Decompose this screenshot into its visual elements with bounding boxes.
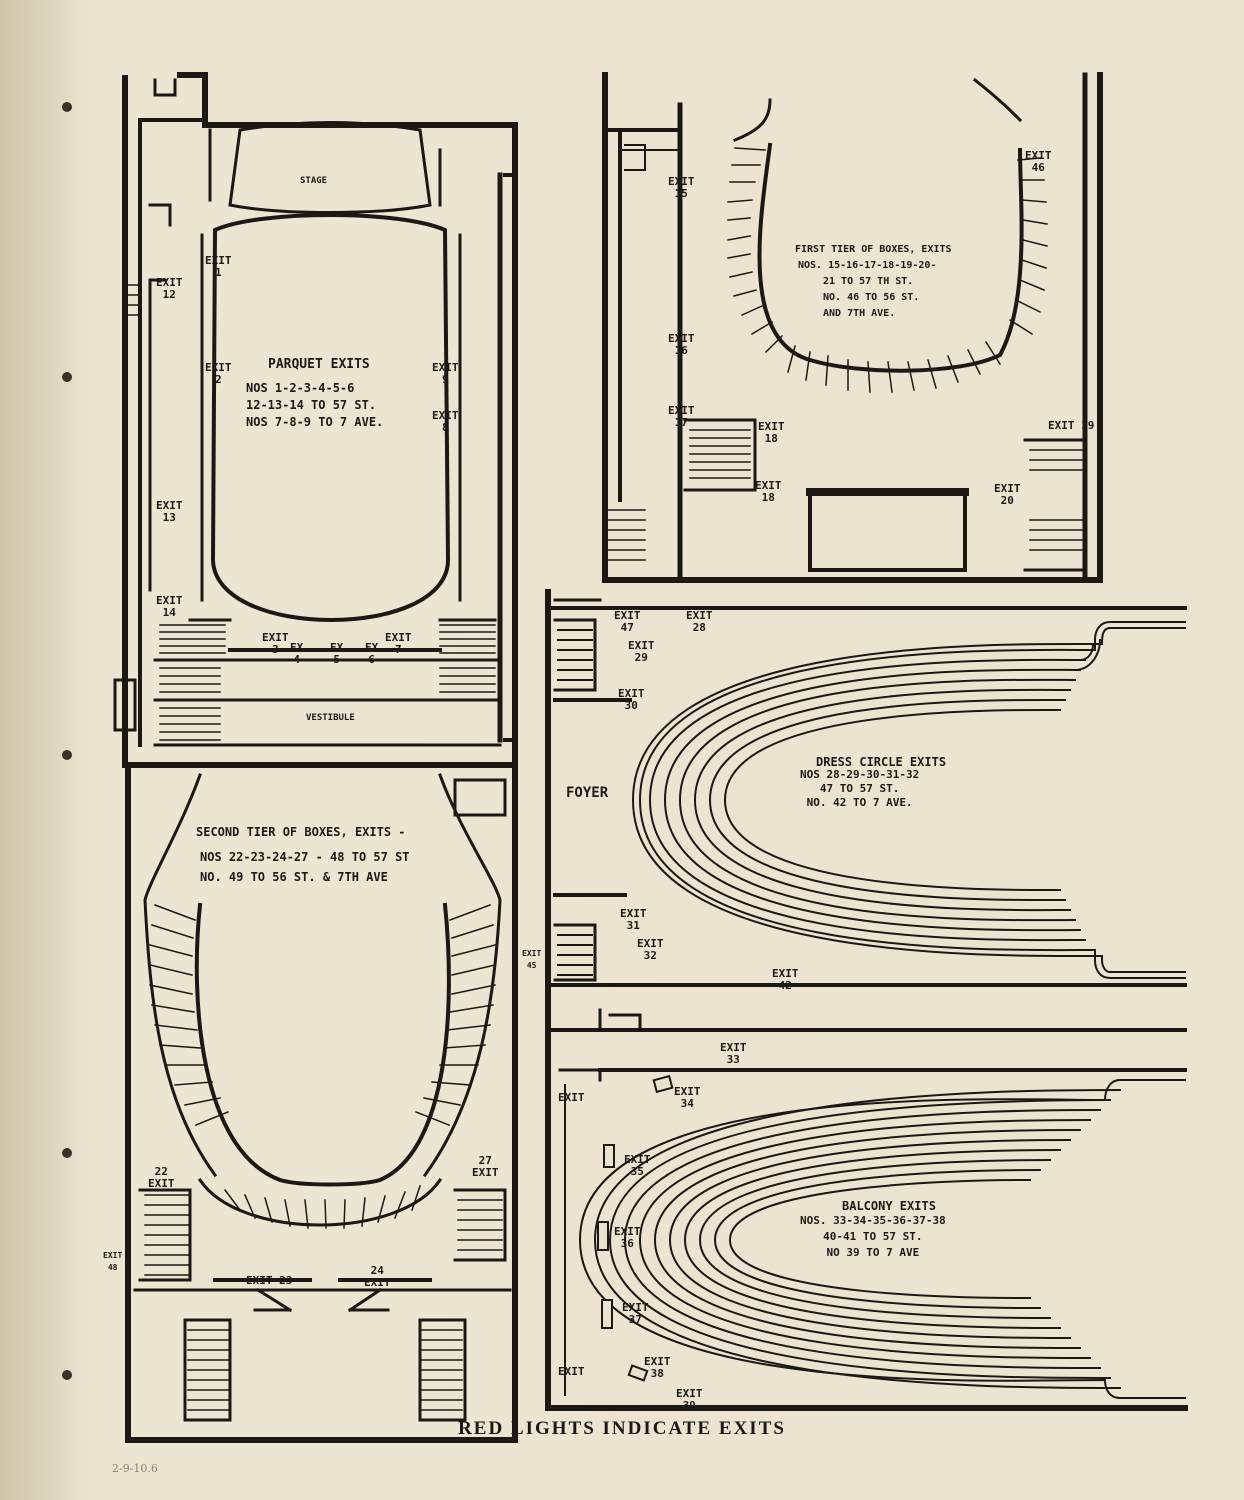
exit-label-e15: EXIT 15 (668, 175, 695, 200)
exit-label-e39: EXIT 39 (676, 1387, 703, 1412)
punch-hole (62, 1370, 72, 1380)
foyer-label: FOYER (566, 785, 609, 801)
exit-label-e20: EXIT 20 (994, 482, 1021, 507)
first-tier-plan (602, 72, 1103, 583)
exit-label-e35: EXIT 35 (624, 1153, 651, 1178)
exit-label-e17: EXIT 17 (668, 404, 695, 429)
exit-label-e48: EXIT 48 (103, 1251, 123, 1272)
parquet-stairs (127, 284, 496, 741)
exit-label-e1: EXIT 1 (205, 254, 232, 279)
exit-label-e31: EXIT 31 (620, 907, 647, 932)
punch-hole (62, 750, 72, 760)
dress-circle-lines: NOS 28-29-30-31-32 47 TO 57 ST. NO. 42 T… (800, 768, 920, 809)
exit-label-e45: EXIT 45 (522, 949, 542, 970)
exit-label-e16: EXIT 16 (668, 332, 695, 357)
first-tier-lines: NOS. 15-16-17-18-19-20- 21 TO 57 TH ST. … (798, 260, 937, 319)
exit-label-e18b: EXIT 18 (755, 479, 782, 504)
first-tier-box-partitions (607, 147, 1086, 561)
exit-label-e24: 24 EXIT (364, 1264, 391, 1289)
exit-label-e23: EXIT 23 (246, 1274, 293, 1287)
exit-label-e33: EXIT 33 (720, 1041, 747, 1066)
parquet-exits-title: PARQUET EXITS (268, 357, 370, 372)
second-tier-lines: NOS 22-23-24-27 - 48 TO 57 ST NO. 49 TO … (200, 850, 410, 884)
exit-label-e36: EXIT 36 (614, 1225, 641, 1250)
exit-label-e2: EXIT 2 (205, 361, 232, 386)
second-tier-box-partitions (144, 904, 503, 1411)
balcony-rows (564, 1079, 1186, 1399)
exit-label-e3: EXIT 3 (262, 631, 289, 656)
exit-label-e27: 27 EXIT (472, 1154, 499, 1179)
exit-label-e47: EXIT 47 (614, 609, 641, 634)
exit-label-e6: EX 6 (365, 641, 379, 666)
second-tier-plan (125, 767, 518, 1443)
exit-label-e7: EXIT 7 (385, 631, 412, 656)
punch-hole (62, 1148, 72, 1158)
parquet-plan (113, 72, 518, 768)
exit-label-e8: EXIT 8 (432, 409, 459, 434)
exit-label-e22: 22 EXIT (148, 1165, 175, 1190)
exit-label-e9: EXIT 9 (432, 361, 459, 386)
parquet-exits-lines: NOS 1-2-3-4-5-6 12-13-14 TO 57 ST. NOS 7… (246, 381, 384, 429)
balcony-plan (545, 992, 1188, 1411)
exit-label-e46: EXIT 46 (1025, 149, 1052, 174)
exit-label-e18a: EXIT 18 (758, 420, 785, 445)
balcony-lines: NOS. 33-34-35-36-37-38 40-41 TO 57 ST. N… (800, 1214, 946, 1259)
exit-label-e30: EXIT 30 (618, 687, 645, 712)
punch-hole (62, 102, 72, 112)
exit-label-e14: EXIT 14 (156, 594, 183, 619)
balcony-title: BALCONY EXITS (842, 1199, 936, 1213)
dress-circle-title: DRESS CIRCLE EXITS (816, 755, 947, 769)
exit-label-e34: EXIT 34 (674, 1085, 701, 1110)
stage-label: STAGE (300, 176, 328, 186)
exit-label-e37: EXIT 37 (622, 1301, 649, 1326)
exit-label-e19: EXIT 19 (1048, 419, 1095, 432)
exit-label-e42: EXIT 42 (772, 967, 799, 992)
exit-label-e40: EXIT (558, 1091, 585, 1104)
first-tier-title: FIRST TIER OF BOXES, EXITS (795, 244, 952, 255)
second-tier-title: SECOND TIER OF BOXES, EXITS - (196, 825, 406, 839)
dress-circle-plan (545, 589, 1187, 993)
exit-label-e12: EXIT 12 (156, 276, 183, 301)
exit-label-e4: EX 4 (290, 641, 304, 666)
exit-label-e41: EXIT (558, 1365, 585, 1378)
pencil-note: 2-9-10.6 (112, 1462, 158, 1475)
vestibule-label: VESTIBULE (306, 713, 355, 723)
exit-label-e29: EXIT 29 (628, 639, 655, 664)
exit-label-e13: EXIT 13 (156, 499, 183, 524)
exit-label-e5: EX 5 (330, 641, 344, 666)
exit-label-e32: EXIT 32 (637, 937, 664, 962)
dress-circle-rows (557, 621, 1186, 979)
exit-label-e28: EXIT 28 (686, 609, 713, 634)
footer-caption: RED LIGHTS INDICATE EXITS (458, 1418, 786, 1439)
exit-label-e38: EXIT 38 (644, 1355, 671, 1380)
punch-hole (62, 372, 72, 382)
